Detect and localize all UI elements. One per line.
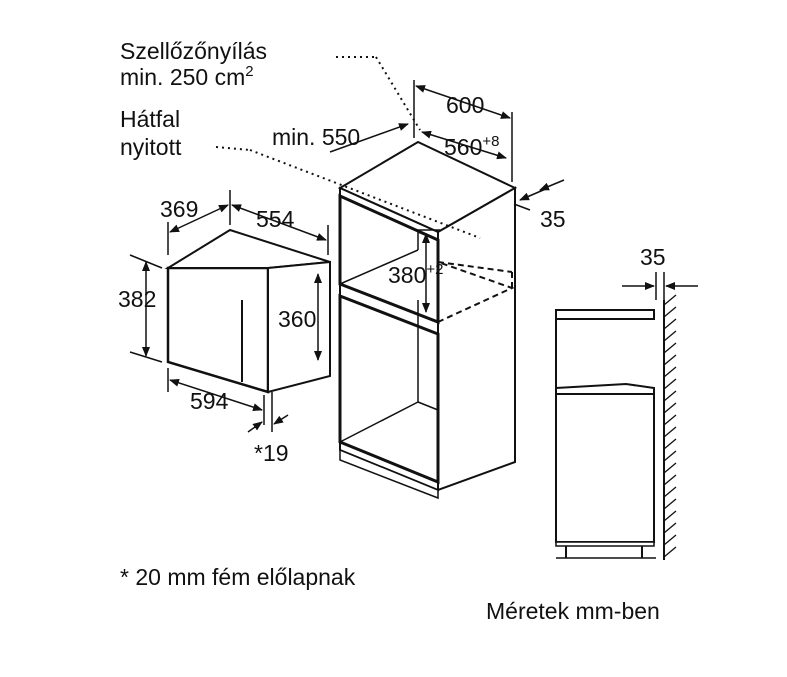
footnote: * 20 mm fém előlapnak [120, 564, 356, 590]
cabinet-dimensions [215, 56, 565, 313]
cabinet-side [437, 186, 516, 492]
dim-560-sup: +8 [482, 133, 500, 150]
cabinet-lower-back [339, 401, 419, 443]
section-lower-body [555, 393, 655, 543]
back-label-line2: nyitott [120, 134, 182, 160]
dim-380-base: 380 [388, 262, 427, 288]
dim-line-369 [169, 204, 229, 233]
dim-35-cabinet-label: 35 [540, 206, 566, 232]
section-upper-shelf [555, 309, 655, 320]
dim-594-label: 594 [190, 388, 229, 414]
cabinet-shelf-back [339, 249, 419, 285]
tall-cabinet [337, 140, 518, 500]
dim-360-label: 360 [278, 306, 317, 332]
section-plinth [555, 541, 655, 547]
dim-560-base: 560 [444, 134, 483, 160]
microwave-front [166, 266, 270, 394]
dim-line-35-cabinet-b [513, 203, 531, 211]
back-label-line1: Hátfal [120, 106, 181, 132]
dim-600-label: 600 [446, 92, 485, 118]
microwave-dimensions [129, 190, 329, 433]
units-note: Méretek mm-ben [486, 598, 660, 624]
dim-554-label: 554 [256, 206, 295, 232]
dim-369-label: 369 [160, 196, 199, 222]
dim-382-label: 382 [118, 286, 157, 312]
dim-line-19 [247, 421, 263, 433]
cabinet-plinth [339, 448, 439, 500]
cabinet-opening-lower [338, 293, 440, 485]
vent-area-sup: 2 [245, 63, 254, 80]
dim-560-label: 560+8 [444, 134, 499, 160]
section-lower-top [555, 382, 655, 395]
dim-line-min550 [329, 123, 409, 153]
dim-line-554 [231, 204, 327, 241]
vent-area-text: min. 250 cm [120, 64, 246, 90]
dim-380-sup: +2 [426, 261, 444, 278]
dim-19-label: *19 [254, 440, 289, 466]
dim-35-side-label: 35 [640, 244, 666, 270]
vent-label-line1: Szellőzőnyílás [120, 38, 268, 64]
dotted-leader-back [215, 146, 251, 151]
wall-hatching [663, 294, 677, 558]
dim-380-label: 380+2 [388, 262, 443, 288]
dim-line-35-cabinet-a [519, 187, 549, 201]
vent-label-line2: min. 250 cm2 [120, 64, 254, 90]
dim-min550-label: min. 550 [272, 124, 361, 150]
dim-line-560 [421, 130, 507, 160]
dim-line-600 [415, 85, 511, 119]
dim-line-594 [169, 378, 263, 412]
microwave-top [164, 228, 331, 269]
side-section-view [555, 272, 698, 560]
